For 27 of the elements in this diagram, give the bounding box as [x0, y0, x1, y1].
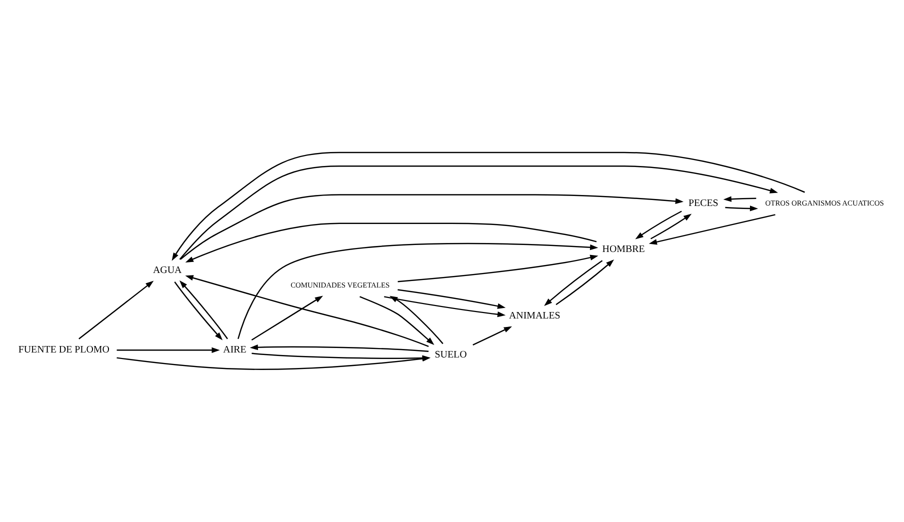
node-text: PECES	[688, 198, 718, 209]
node-text: SUELO	[434, 349, 467, 360]
node-text: FUENTE DE PLOMO	[18, 344, 110, 356]
arrow	[179, 166, 778, 260]
node-text: ANIMALES	[508, 310, 560, 322]
arrow	[398, 289, 506, 309]
arrow	[544, 260, 603, 306]
arrow	[648, 214, 776, 245]
arrow	[250, 344, 429, 352]
node-text: AGUA	[152, 264, 182, 276]
arrow	[398, 254, 598, 282]
arrow	[116, 347, 220, 353]
arrow	[472, 326, 512, 346]
arrow	[723, 196, 756, 202]
arrow	[185, 275, 429, 347]
arrow	[185, 222, 597, 262]
arrow	[172, 152, 805, 261]
arrow	[556, 259, 614, 306]
arrow	[251, 296, 324, 341]
arrow	[725, 206, 758, 212]
node-text: HOMBRE	[602, 244, 645, 255]
node-text: AIRE	[223, 344, 246, 356]
arrow	[180, 194, 684, 260]
arrow	[650, 214, 692, 240]
arrow	[238, 242, 598, 340]
arrow	[635, 210, 682, 240]
arrow	[78, 280, 154, 340]
